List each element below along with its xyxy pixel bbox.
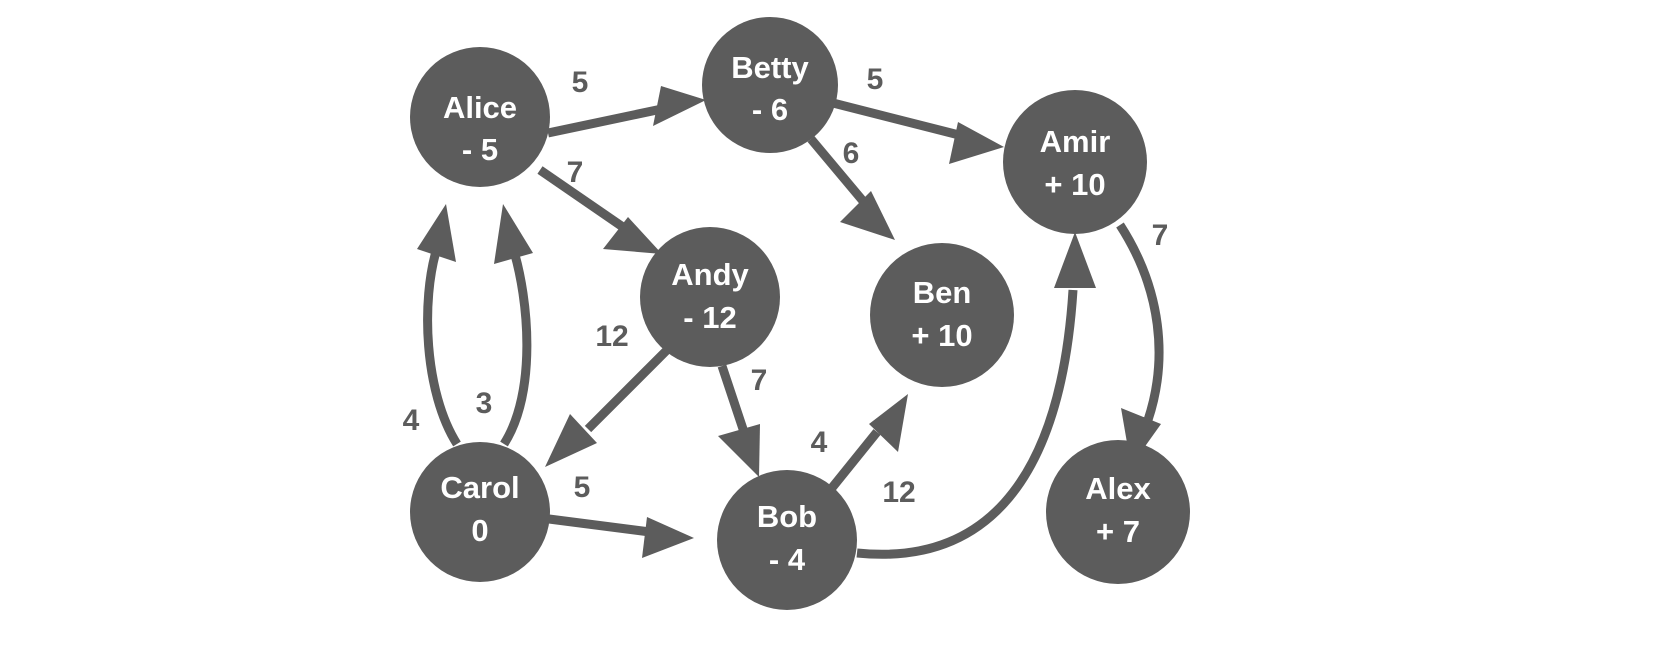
- node-alice-value: - 5: [462, 132, 498, 167]
- edge-weight-amir-alex: 7: [1152, 219, 1169, 252]
- node-betty-circle: [702, 17, 838, 153]
- edge-weight-bob-ben: 4: [811, 426, 828, 459]
- node-alex-label: Alex: [1085, 471, 1151, 506]
- edge-betty-ben[interactable]: [807, 136, 895, 240]
- edge-carol-alice-left-arrowhead: [417, 204, 456, 262]
- edge-amir-alex[interactable]: [1116, 222, 1164, 466]
- edge-betty-ben-line: [807, 136, 872, 210]
- node-andy-circle: [640, 227, 780, 367]
- edge-amir-alex-line: [1116, 222, 1164, 422]
- node-betty[interactable]: Betty - 6: [702, 17, 838, 153]
- edge-weight-carol-alice-b: 3: [476, 387, 493, 420]
- edge-alice-betty-line: [547, 101, 677, 138]
- edge-betty-amir-arrowhead: [949, 122, 1004, 164]
- node-bob-circle: [717, 470, 857, 610]
- edge-weight-bob-amir: 12: [882, 476, 915, 509]
- node-ben-circle: [870, 243, 1014, 387]
- edge-alice-betty[interactable]: [547, 86, 706, 138]
- node-carol[interactable]: Carol 0: [410, 442, 550, 582]
- edge-andy-carol[interactable]: [545, 341, 676, 467]
- edge-weight-andy-bob: 7: [751, 364, 768, 397]
- edge-andy-carol-arrowhead: [545, 414, 597, 467]
- edge-alice-andy[interactable]: [537, 166, 662, 254]
- node-alex-value: + 7: [1096, 514, 1140, 549]
- node-betty-value: - 6: [752, 92, 788, 127]
- edge-labels-layer: 5 7 5 6 7 12 7 4 3 5 4 12: [403, 63, 1169, 509]
- edge-andy-carol-line: [584, 341, 676, 433]
- node-andy-value: - 12: [683, 300, 736, 335]
- edge-andy-bob[interactable]: [717, 364, 760, 477]
- edge-carol-alice-left-line: [423, 246, 461, 447]
- node-andy-label: Andy: [671, 257, 749, 292]
- node-amir[interactable]: Amir + 10: [1003, 90, 1147, 234]
- edge-carol-alice-left[interactable]: [417, 204, 461, 447]
- edge-bob-ben-line: [823, 429, 881, 497]
- node-bob[interactable]: Bob - 4: [717, 470, 857, 610]
- nodes-layer: Alice - 5 Betty - 6 Amir + 10 Andy - 12: [410, 17, 1190, 610]
- edge-bob-amir-line: [856, 289, 1078, 559]
- edge-alice-betty-arrowhead: [653, 86, 706, 126]
- node-betty-label: Betty: [731, 50, 809, 85]
- node-carol-label: Carol: [440, 470, 519, 505]
- edge-betty-amir[interactable]: [831, 98, 1004, 164]
- node-alice-label: Alice: [443, 90, 517, 125]
- edge-weight-andy-carol: 12: [595, 320, 628, 353]
- node-amir-label: Amir: [1040, 124, 1111, 159]
- edge-carol-alice-right[interactable]: [494, 204, 533, 447]
- node-bob-value: - 4: [769, 542, 806, 577]
- edge-weight-betty-amir: 5: [867, 63, 884, 96]
- node-ben[interactable]: Ben + 10: [870, 243, 1014, 387]
- node-alice[interactable]: Alice - 5: [410, 47, 550, 187]
- edge-alice-andy-line: [537, 166, 636, 238]
- edge-carol-bob-line: [548, 514, 651, 537]
- node-alex[interactable]: Alex + 7: [1046, 440, 1190, 584]
- node-ben-value: + 10: [911, 318, 972, 353]
- edges-layer: [417, 86, 1164, 559]
- edge-weight-alice-andy: 7: [567, 156, 584, 189]
- edge-betty-amir-line: [831, 98, 965, 141]
- edge-betty-ben-arrowhead: [840, 191, 895, 240]
- node-carol-circle: [410, 442, 550, 582]
- edge-bob-ben[interactable]: [823, 394, 908, 497]
- node-alice-circle: [410, 47, 550, 187]
- edge-bob-amir[interactable]: [856, 232, 1096, 559]
- edge-weight-alice-betty: 5: [572, 66, 589, 99]
- edge-carol-alice-right-line: [500, 246, 532, 447]
- edge-alice-andy-arrowhead: [603, 217, 662, 254]
- edge-andy-bob-line: [717, 364, 750, 437]
- edge-weight-carol-alice-a: 4: [403, 404, 420, 437]
- node-amir-value: + 10: [1044, 167, 1105, 202]
- edge-carol-bob[interactable]: [548, 514, 694, 558]
- edge-carol-alice-right-arrowhead: [494, 204, 533, 264]
- node-amir-circle: [1003, 90, 1147, 234]
- node-alex-circle: [1046, 440, 1190, 584]
- node-bob-label: Bob: [757, 499, 817, 534]
- edge-weight-carol-bob: 5: [574, 471, 591, 504]
- node-andy[interactable]: Andy - 12: [640, 227, 780, 367]
- edge-carol-bob-arrowhead: [642, 517, 694, 558]
- edge-bob-ben-arrowhead: [869, 394, 908, 452]
- edge-weight-betty-ben: 6: [843, 137, 860, 170]
- node-carol-value: 0: [471, 513, 488, 548]
- edge-bob-amir-arrowhead: [1054, 232, 1096, 288]
- edge-andy-bob-arrowhead: [718, 424, 760, 477]
- node-ben-label: Ben: [913, 275, 972, 310]
